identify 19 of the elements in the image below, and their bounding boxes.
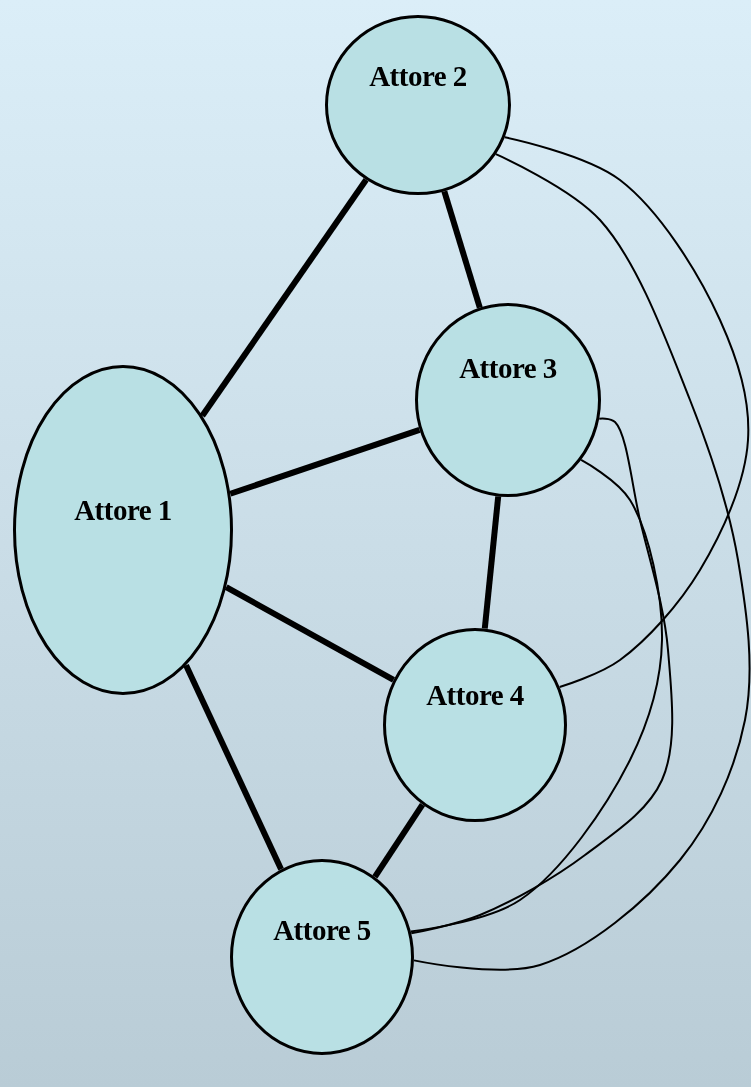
connector-line xyxy=(481,496,502,629)
actor-ellipse xyxy=(13,365,233,695)
connector-line xyxy=(412,153,751,971)
connector-line xyxy=(224,584,395,683)
connector-line xyxy=(503,136,750,689)
actor-ellipse xyxy=(383,628,567,822)
actor-label: Attore 3 xyxy=(459,352,557,385)
actor-ellipse xyxy=(325,15,511,195)
actor-label: Attore 4 xyxy=(426,679,524,712)
actor-label: Attore 1 xyxy=(74,494,172,527)
connector-line xyxy=(183,663,284,871)
actor-ellipse xyxy=(230,859,414,1055)
connector-line xyxy=(199,178,369,418)
connector-line xyxy=(372,803,425,879)
actor-label: Attore 2 xyxy=(369,60,467,93)
connector-line xyxy=(229,427,421,497)
actor-label: Attore 5 xyxy=(273,914,371,947)
connector-line xyxy=(441,190,483,309)
actor-ellipse xyxy=(415,303,601,497)
